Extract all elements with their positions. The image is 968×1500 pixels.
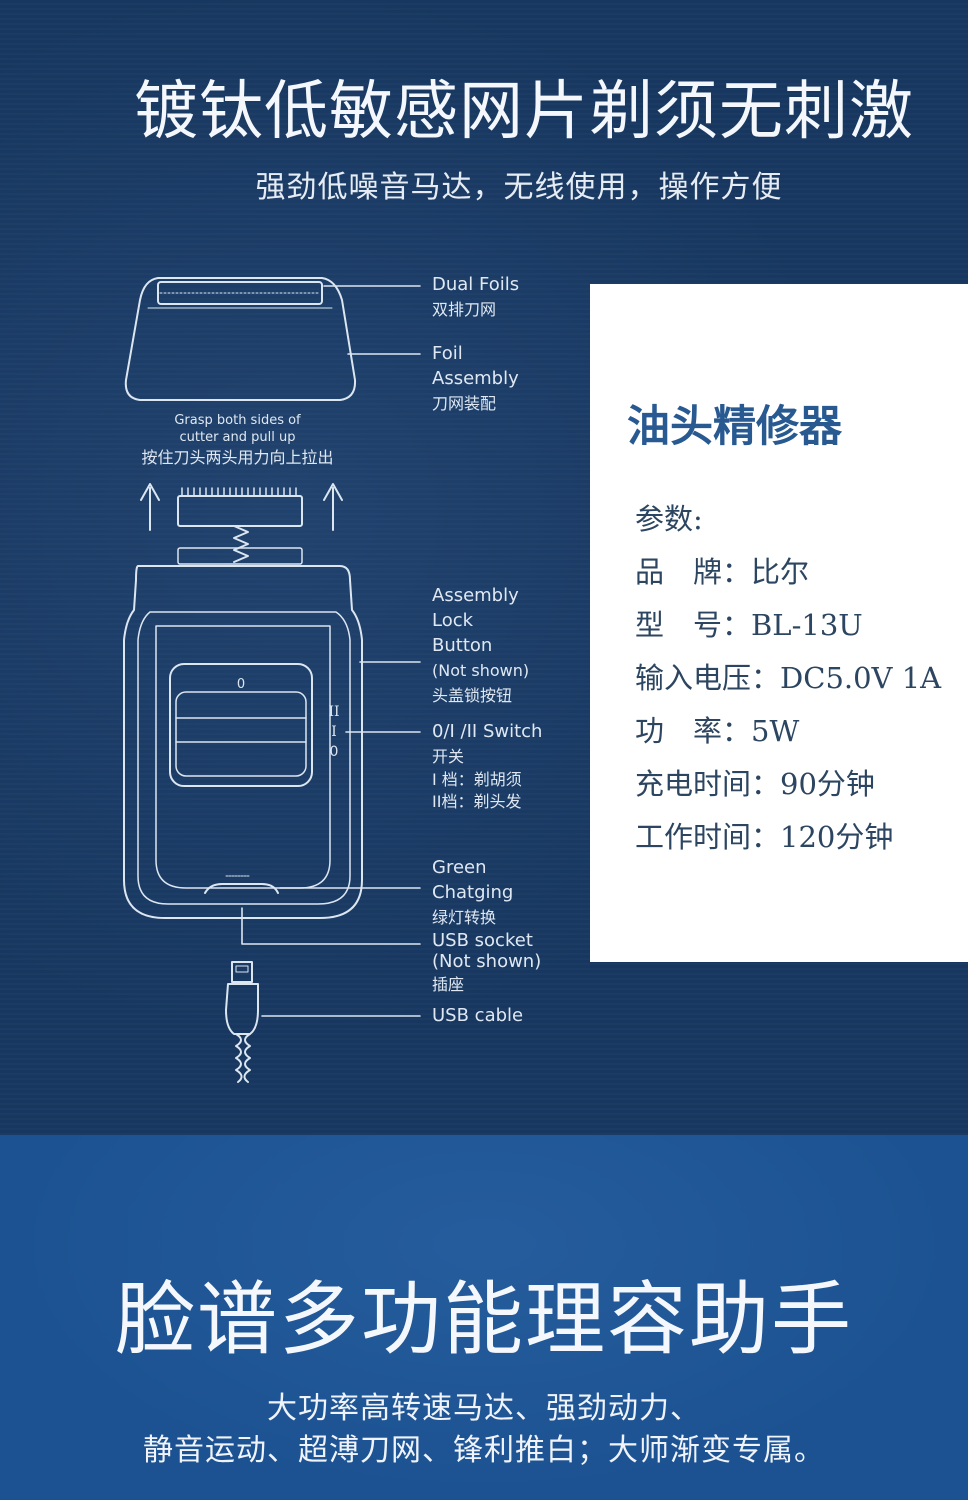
callout-foil-assembly-cn: 刀网装配 — [432, 394, 497, 413]
callout-switch-en: 0/I /II Switch — [432, 721, 543, 742]
callout-dual-foils: Dual Foils 双排刀网 — [432, 272, 519, 322]
spec-row-brand: 品 牌：比尔 — [635, 555, 810, 589]
callout-dual-foils-en: Dual Foils — [432, 274, 520, 295]
switch-mark-2: II — [328, 704, 339, 720]
callout-usb-socket-en-2: (Not shown) — [432, 951, 542, 972]
callout-usb-socket: USB socket (Not shown) 插座 — [432, 930, 541, 997]
leader-usb-socket — [241, 907, 421, 945]
shaver-diagram: 0 II I 0 — [123, 277, 421, 1083]
spec-row-charge-time: 充电时间：90分钟 — [635, 767, 875, 801]
usb-cable — [225, 983, 259, 1035]
callout-switch: 0/I /II Switch 开关 I 档：剃胡须 II档：剃头发 — [432, 719, 542, 813]
spec-panel: 油头精修器 参数: 品 牌：比尔 型 号：BL-13U 输入电压：DC5.0V … — [590, 284, 968, 962]
switch-mark-0: 0 — [330, 744, 339, 760]
callout-green-charging: Green Chatging 绿灯转换 — [432, 855, 513, 930]
dual-foils — [157, 281, 323, 305]
page-subtitle: 强劲低噪音马达，无线使用，操作方便 — [255, 170, 783, 205]
footer-title: 脸谱多功能理容助手 — [115, 1273, 853, 1366]
callout-lock-button-cn: 头盖锁按钮 — [432, 686, 513, 705]
grasp-instruction-en-1: Grasp both sides of — [174, 413, 301, 428]
callout-lock-button-en-1: Assembly — [432, 585, 519, 606]
grasp-instruction-en-2: cutter and pull up — [179, 430, 296, 445]
callout-lock-button-en-4: (Not shown) — [432, 661, 530, 680]
callout-usb-socket-en-1: USB socket — [432, 930, 533, 951]
cutter-spring — [233, 525, 249, 563]
pull-up-arrow-right — [323, 483, 343, 531]
callout-lock-button-en-3: Button — [432, 635, 493, 656]
callout-foil-assembly-en-1: Foil — [432, 343, 463, 364]
spec-row-power: 功 率：5W — [635, 714, 800, 748]
shaver-window — [169, 663, 313, 787]
callout-foil-assembly: Foil Assembly 刀网装配 — [432, 341, 519, 416]
callout-usb-cable-en: USB cable — [432, 1005, 524, 1026]
top-section: 镀钛低敏感网片剃须无刺激 强劲低噪音马达，无线使用，操作方便 — [0, 0, 968, 1135]
power-off-mark: 0 — [237, 677, 245, 692]
grasp-instruction: Grasp both sides of cutter and pull up 按… — [105, 412, 370, 470]
charge-led — [204, 883, 279, 894]
spec-params-label: 参数: — [635, 502, 703, 536]
pull-up-arrow-left — [140, 483, 160, 531]
callout-lock-button: Assembly Lock Button (Not shown) 头盖锁按钮 — [432, 583, 529, 708]
callout-lock-button-en-2: Lock — [432, 610, 474, 631]
footer-line-2: 静音运动、超溥刀网、锋利推白；大师渐变专属。 — [143, 1433, 825, 1468]
callout-green-cn: 绿灯转换 — [432, 908, 497, 927]
callout-switch-cn: 开关 — [432, 747, 465, 766]
shaver-body-outline — [123, 565, 363, 919]
callout-switch-mode-1: I 档：剃胡须 — [432, 770, 522, 789]
spec-row-model: 型 号：BL-13U — [635, 608, 863, 642]
spec-row-voltage: 输入电压：DC5.0V 1A — [635, 661, 942, 695]
switch-mark-1: I — [331, 724, 337, 740]
grasp-instruction-cn: 按住刀头两头用力向上拉出 — [141, 448, 334, 467]
callout-green-en-1: Green — [432, 857, 487, 878]
callout-usb-cable: USB cable — [432, 1003, 523, 1028]
spec-panel-title: 油头精修器 — [627, 402, 842, 452]
callout-usb-socket-cn: 插座 — [432, 975, 465, 994]
callout-green-en-2: Chatging — [432, 882, 514, 903]
foil-assembly-outline — [124, 277, 357, 401]
callout-foil-assembly-en-2: Assembly — [432, 368, 519, 389]
callout-switch-mode-2: II档：剃头发 — [432, 792, 522, 811]
spec-row-work-time: 工作时间：120分钟 — [635, 820, 894, 854]
page-title: 镀钛低敏感网片剃须无刺激 — [134, 75, 914, 149]
footer-line-1: 大功率高转速马达、强劲动力、 — [267, 1391, 701, 1426]
cutter-blade — [177, 495, 303, 527]
usb-plug — [231, 961, 253, 983]
callout-dual-foils-cn: 双排刀网 — [432, 300, 497, 319]
bottom-section — [0, 1135, 968, 1500]
